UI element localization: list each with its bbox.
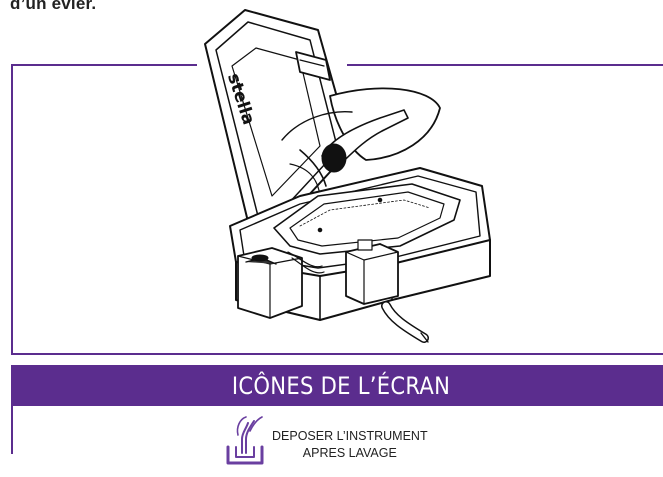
icon-caption: DEPOSER L’INSTRUMENT APRES LAVAGE <box>272 428 428 462</box>
intro-text-fragment: d’un évier. <box>10 0 97 13</box>
screen-icons-header: ICÔNES DE L’ÉCRAN <box>11 365 663 406</box>
section-left-rule <box>11 406 13 454</box>
icon-caption-line-2: APRES LAVAGE <box>302 446 397 460</box>
illustration-frame <box>11 64 663 355</box>
icon-legend-item: DEPOSER L’INSTRUMENT APRES LAVAGE <box>224 413 428 467</box>
icon-caption-line-1: DEPOSER L’INSTRUMENT <box>272 429 428 443</box>
place-instrument-icon <box>226 416 264 465</box>
section-title: ICÔNES DE L’ÉCRAN <box>231 371 451 400</box>
frame-gap <box>197 60 347 68</box>
